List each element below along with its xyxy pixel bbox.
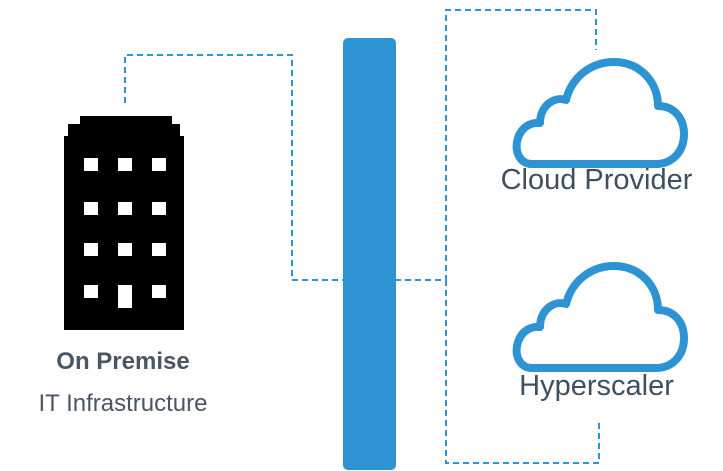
hyperscaler-label: Hyperscaler — [519, 370, 674, 402]
cloud-provider-icon — [512, 58, 688, 168]
on-premise-subtitle: IT Infrastructure — [38, 390, 208, 417]
connector-onprem-to-hub — [124, 54, 343, 281]
connector-hub-to-hyperscaler — [445, 280, 600, 464]
office-building-icon — [64, 116, 184, 330]
hyperscaler-icon — [512, 262, 688, 372]
connector-hub-to-cloud-provider — [395, 9, 597, 281]
central-hub-bar — [343, 38, 396, 470]
on-premise-title: On Premise — [56, 348, 190, 375]
cloud-provider-label: Cloud Provider — [500, 164, 693, 196]
